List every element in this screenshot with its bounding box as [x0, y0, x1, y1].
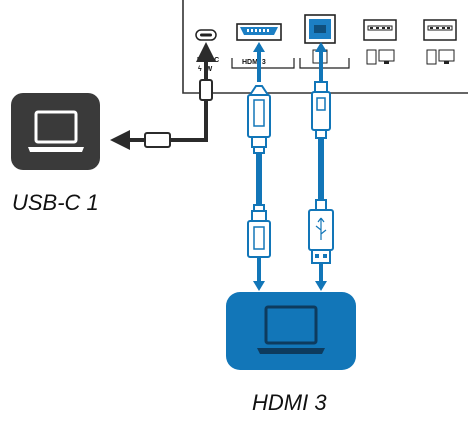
hdmi-3-port[interactable]: HDMI 3: [231, 23, 295, 69]
computer-icon-2: [426, 49, 455, 65]
laptop-icon: [28, 110, 84, 152]
usb-a-port-2[interactable]: [423, 19, 457, 41]
usb-cable: [308, 42, 334, 291]
laptop-icon: [257, 305, 325, 354]
computer-icon-1: [366, 49, 395, 65]
port-panel: [182, 0, 468, 94]
hdmi-laptop-caption: HDMI 3: [252, 390, 327, 415]
usb-a-port-1[interactable]: [363, 19, 397, 41]
hdmi-3-port-label: HDMI 3: [242, 59, 266, 66]
usb-c-cable: [110, 42, 216, 150]
usb-c-laptop-caption: USB-C 1: [12, 190, 99, 215]
hdmi-cable: [247, 42, 271, 291]
usb-c-port-label: USB-C: [197, 57, 219, 64]
hdmi-laptop: HDMI 3: [226, 292, 356, 415]
usb-b-port[interactable]: [299, 14, 350, 69]
usb-c-laptop: USB-C 1: [11, 93, 100, 215]
